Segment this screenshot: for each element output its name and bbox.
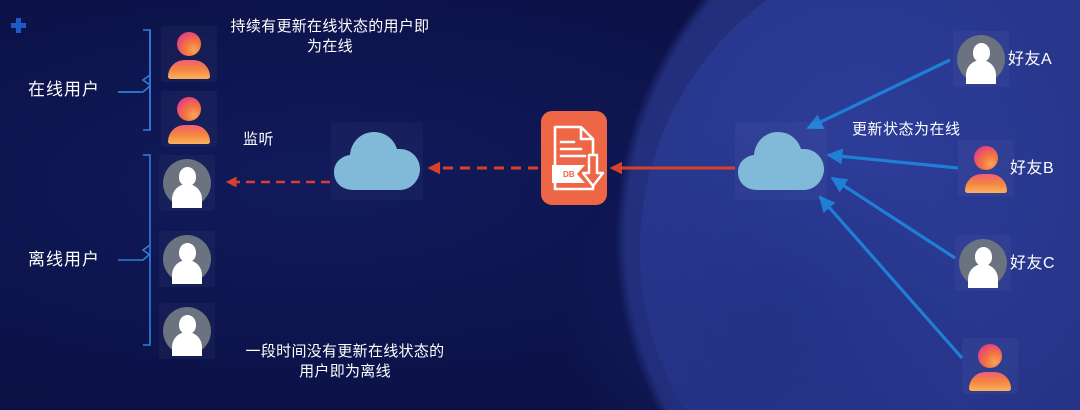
avatar-head-icon <box>178 243 196 262</box>
online-group-label: 在线用户 <box>28 80 100 99</box>
avatar-head-icon <box>178 315 196 334</box>
right-cloud-plate <box>735 122 827 200</box>
online-avatar-2[interactable] <box>161 91 217 147</box>
avatar-body-icon <box>172 332 202 356</box>
friend-c-label: 好友C <box>1010 255 1056 272</box>
update-status-label: 更新状态为在线 <box>852 121 961 138</box>
friend-a-label: 好友A <box>1008 51 1053 68</box>
offline-avatar-2[interactable] <box>159 231 215 287</box>
offline-avatar-1[interactable] <box>159 155 215 211</box>
friend-a-avatar[interactable] <box>953 31 1009 87</box>
offline-group-label: 离线用户 <box>28 250 100 269</box>
avatar-body-icon <box>965 174 1007 193</box>
avatar-body-icon <box>968 264 998 288</box>
friend-b-label: 好友B <box>1010 160 1055 177</box>
avatar-head-icon <box>974 146 998 170</box>
offline-avatar-3[interactable] <box>159 303 215 359</box>
offline-note-text: 一段时间没有更新在线状态的 用户即为离线 <box>245 343 445 380</box>
avatar-body-icon <box>168 125 210 144</box>
avatar-head-icon <box>974 247 992 266</box>
db-ribbon-text: DB <box>563 170 575 179</box>
friend-b-avatar[interactable] <box>958 140 1014 196</box>
avatar-body-icon <box>966 60 996 84</box>
offline-group-bracket <box>118 154 151 346</box>
left-cloud-plate <box>331 122 423 200</box>
friend-d-avatar[interactable] <box>962 338 1018 394</box>
avatar-head-icon <box>177 97 201 121</box>
online-avatar-1[interactable] <box>161 26 217 82</box>
avatar-head-icon <box>178 167 196 186</box>
avatar-head-icon <box>972 43 990 62</box>
friend-c-to-cloud-arrow <box>830 176 956 260</box>
friend-d-to-cloud-arrow <box>818 195 964 360</box>
online-group-bracket <box>118 29 151 131</box>
database-document-icon[interactable]: DB <box>541 111 607 205</box>
left-cloud[interactable] <box>331 122 423 200</box>
avatar-head-icon <box>978 344 1002 368</box>
friend-c-avatar[interactable] <box>955 235 1011 291</box>
cloud-icon <box>334 132 420 190</box>
friend-b-to-cloud-arrow <box>826 148 959 170</box>
listen-label: 监听 <box>243 131 275 148</box>
plus-icon <box>11 18 26 33</box>
avatar-body-icon <box>969 372 1011 391</box>
avatar-body-icon <box>172 184 202 208</box>
avatar-head-icon <box>177 32 201 56</box>
online-note-text: 持续有更新在线状态的用户即 为在线 <box>230 18 430 55</box>
avatar-body-icon <box>172 260 202 284</box>
avatar-body-icon <box>168 60 210 79</box>
cloud-icon <box>738 132 824 190</box>
right-cloud[interactable] <box>735 122 827 200</box>
friend-a-to-cloud-arrow <box>806 58 951 130</box>
db-document-glyph: DB <box>552 125 605 191</box>
